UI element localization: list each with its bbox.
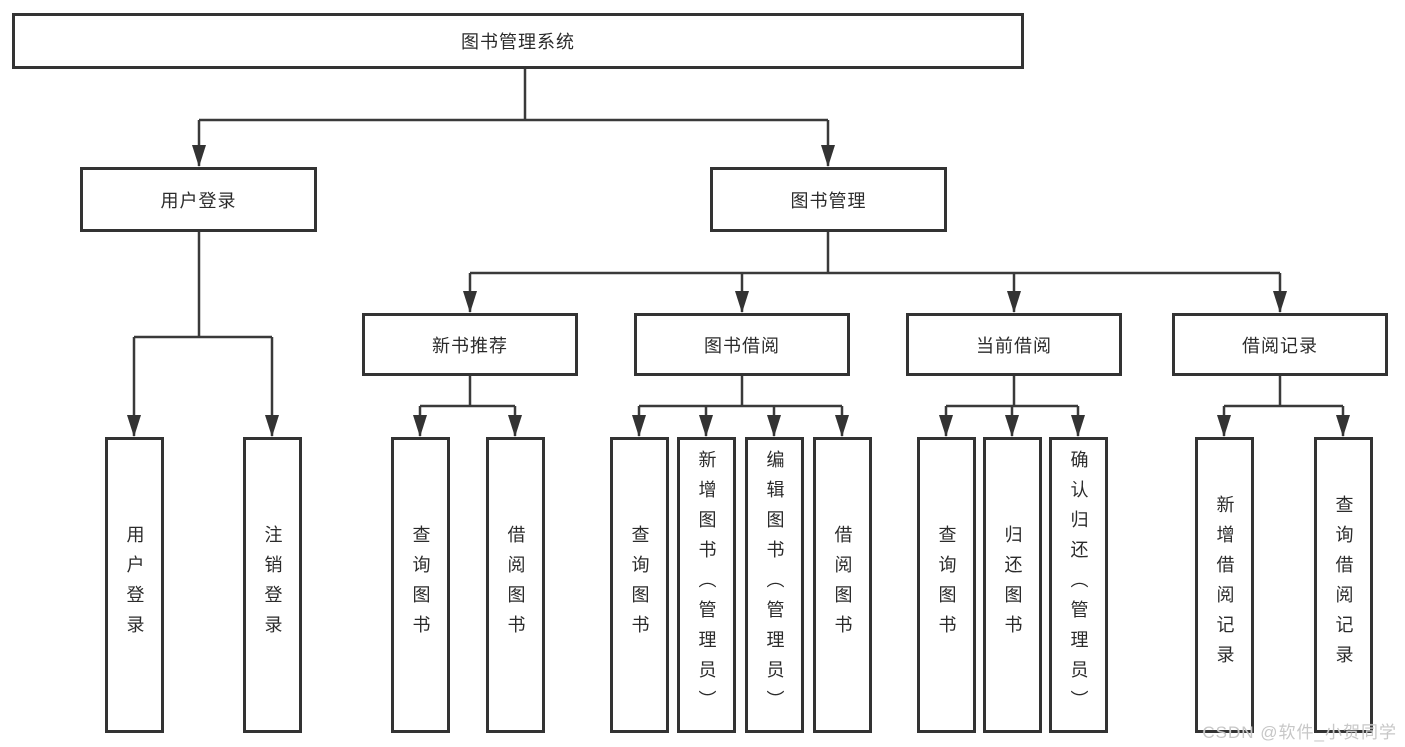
leaf-return-books: 归还图书 [983,437,1042,733]
watermark: CSDN @软件_小贺同学 [1202,723,1397,742]
leaf-label: 用户登录 [124,525,145,645]
leaf-label: 查询图书 [410,525,431,645]
node-label: 图书管理 [790,190,867,211]
node-label: 新书推荐 [432,335,508,356]
leaf-query-books-recommend: 查询图书 [391,437,450,733]
leaf-logout: 注销登录 [243,437,302,733]
leaf-label: 编辑图书（管理员） [764,450,785,720]
node-root-system: 图书管理系统 [12,13,1024,69]
leaf-edit-books-admin: 编辑图书（管理员） [745,437,804,733]
node-current-borrow: 当前借阅 [906,313,1122,376]
node-new-book-recommend: 新书推荐 [362,313,578,376]
leaf-label: 注销登录 [262,525,283,645]
leaf-label: 查询图书 [629,525,650,645]
leaf-label: 借阅图书 [832,525,853,645]
node-label: 图书借阅 [704,335,780,356]
leaf-label: 查询图书 [936,525,957,645]
leaf-user-login: 用户登录 [105,437,164,733]
leaf-label: 新增借阅记录 [1214,495,1235,675]
leaf-label: 归还图书 [1002,525,1023,645]
node-book-borrow: 图书借阅 [634,313,850,376]
leaf-borrow-books: 借阅图书 [813,437,872,733]
leaf-add-books-admin: 新增图书（管理员） [677,437,736,733]
node-book-management: 图书管理 [710,167,947,232]
leaf-query-books-borrow: 查询图书 [610,437,669,733]
node-label: 用户登录 [160,190,237,211]
node-label: 当前借阅 [976,335,1052,356]
node-borrow-records: 借阅记录 [1172,313,1388,376]
leaf-query-books-current: 查询图书 [917,437,976,733]
node-label: 图书管理系统 [461,32,575,52]
node-label: 借阅记录 [1242,335,1318,356]
leaf-confirm-return-admin: 确认归还（管理员） [1049,437,1108,733]
leaf-label: 借阅图书 [505,525,526,645]
leaf-add-borrow-record: 新增借阅记录 [1195,437,1254,733]
leaf-label: 确认归还（管理员） [1068,450,1089,720]
leaf-query-borrow-record: 查询借阅记录 [1314,437,1373,733]
leaf-label: 查询借阅记录 [1333,495,1354,675]
leaf-borrow-books-recommend: 借阅图书 [486,437,545,733]
leaf-label: 新增图书（管理员） [696,450,717,720]
node-user-login: 用户登录 [80,167,317,232]
